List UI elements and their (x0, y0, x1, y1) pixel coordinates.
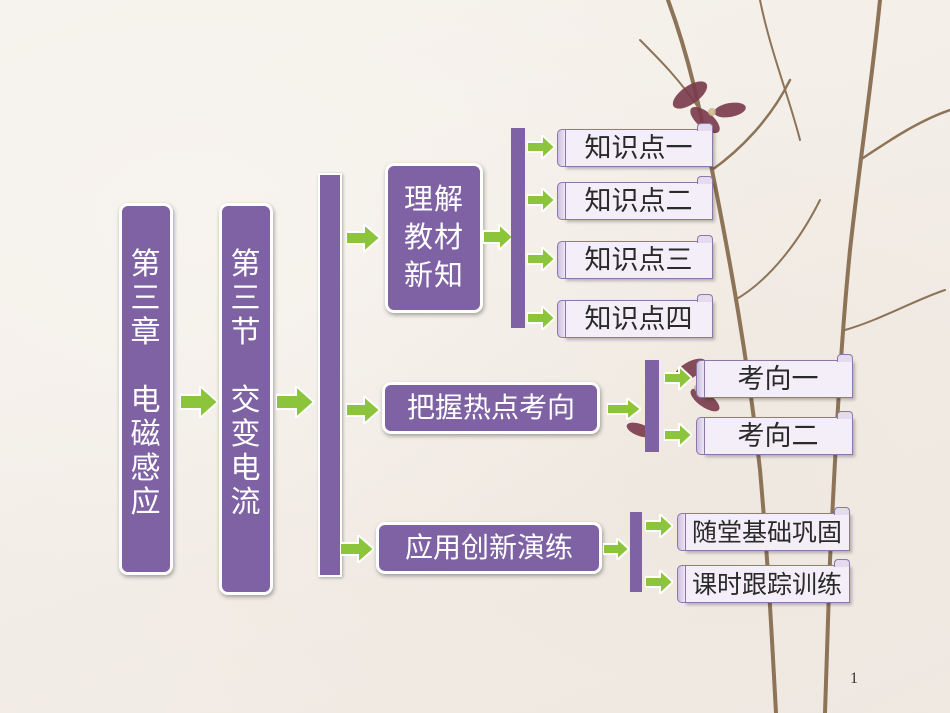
chapter-char (122, 350, 170, 384)
page-number: 1 (850, 670, 858, 687)
section-box: 第 三 节 交 变 电 流 (219, 203, 273, 595)
arrow-icon (483, 224, 513, 250)
section-char: 第 (230, 247, 262, 282)
arrow-icon (346, 224, 380, 252)
arrow-icon (645, 570, 673, 594)
section-char (222, 350, 270, 384)
chapter-box: 第 三 章 电 磁 感 应 (119, 203, 173, 575)
arrow-icon (527, 135, 555, 159)
section-char: 流 (230, 485, 262, 520)
knowledge-point-2: 知识点二 (557, 176, 713, 220)
section-char: 变 (230, 417, 262, 452)
arrow-icon (340, 535, 374, 563)
branch-bracket (318, 173, 342, 577)
arrow-icon (664, 423, 692, 447)
arrow-icon (180, 386, 218, 418)
arrow-icon (603, 538, 629, 560)
chapter-char: 电 (130, 383, 162, 418)
direction-1: 考向一 (696, 354, 853, 398)
section-char: 节 (230, 315, 262, 350)
chapter-char: 感 (130, 451, 162, 486)
practice-bracket (630, 512, 642, 592)
branch-label-line: 理解 (403, 182, 464, 216)
chapter-char: 应 (130, 485, 162, 520)
knowledge-point-3: 知识点三 (557, 235, 713, 279)
direction-2: 考向二 (696, 411, 853, 455)
arrow-icon (607, 398, 641, 420)
chapter-char: 第 (130, 247, 162, 282)
section-char: 交 (230, 383, 262, 418)
chapter-char: 三 (130, 281, 162, 316)
knowledge-point-4: 知识点四 (557, 294, 713, 338)
branch-label-line: 新知 (403, 258, 464, 292)
section-char: 电 (230, 451, 262, 486)
branch-box-practice: 应用创新演练 (376, 522, 602, 574)
chapter-char: 磁 (130, 417, 162, 452)
section-char: 三 (230, 281, 262, 316)
chapter-char: 章 (130, 315, 162, 350)
arrow-icon (645, 514, 673, 538)
branch-box-understand: 理解 教材 新知 (385, 163, 483, 313)
arrow-icon (527, 306, 555, 330)
knowledge-bracket (511, 128, 525, 328)
direction-bracket (645, 360, 659, 452)
arrow-icon (664, 366, 692, 390)
arrow-icon (276, 386, 314, 418)
branch-label-line: 教材 (403, 220, 464, 254)
branch-box-hotspots: 把握热点考向 (382, 382, 600, 434)
arrow-icon (346, 396, 380, 424)
arrow-icon (527, 188, 555, 212)
arrow-icon (527, 247, 555, 271)
knowledge-point-1: 知识点一 (557, 123, 713, 167)
practice-1: 随堂基础巩固 (677, 507, 850, 551)
practice-2: 课时跟踪训练 (677, 559, 850, 603)
